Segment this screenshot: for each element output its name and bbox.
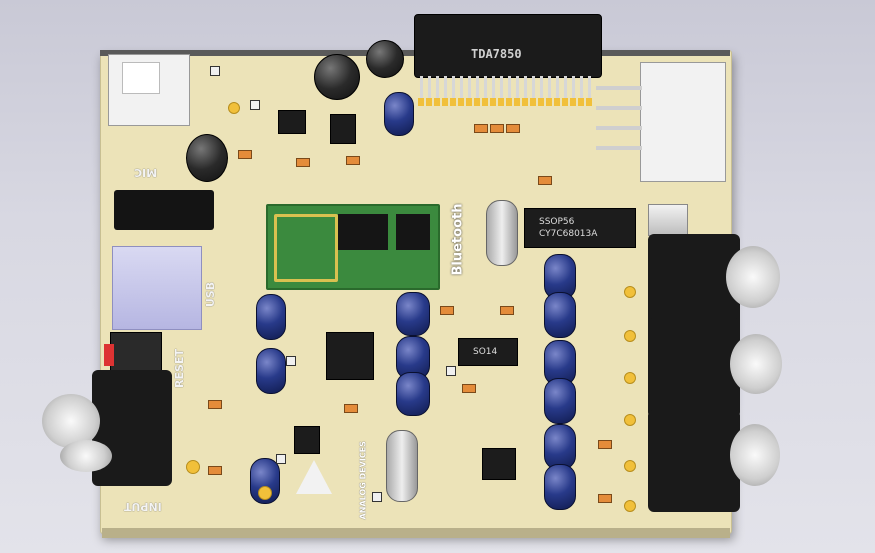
crystal-top [486, 200, 518, 266]
pad [624, 414, 636, 426]
mini-usb-port [648, 204, 688, 236]
small-ic-c [294, 426, 320, 454]
smd-resistor [208, 466, 222, 475]
output-rca-2 [648, 318, 740, 418]
smd-part [210, 66, 220, 76]
smd-resistor [506, 124, 520, 133]
analog-devices-logo [296, 460, 332, 494]
ssop-part: CY7C68013A [539, 229, 598, 239]
board-bottom-edge [102, 528, 730, 538]
usb-label: USB [204, 281, 218, 308]
smd-resistor [462, 384, 476, 393]
output-rca-2-ring [730, 334, 782, 394]
cap-c5 [396, 292, 430, 336]
input-label: INPUT [124, 500, 162, 513]
tda7850-pads [418, 98, 594, 106]
mic-label: MIC [134, 166, 158, 179]
smd-resistor [490, 124, 504, 133]
output-rca-3 [648, 410, 740, 512]
smd-part [446, 366, 456, 376]
smd-resistor [474, 124, 488, 133]
inductor-left [186, 134, 228, 182]
qfp-chip [326, 332, 374, 380]
bluetooth-module [266, 204, 440, 290]
cap-c1 [384, 92, 414, 136]
smd-resistor [208, 400, 222, 409]
mic-jack [114, 190, 214, 230]
smd-part [250, 100, 260, 110]
pad [624, 286, 636, 298]
smd-resistor [344, 404, 358, 413]
bluetooth-label: Bluetooth [450, 203, 466, 276]
smd-resistor [598, 494, 612, 503]
pad [624, 460, 636, 472]
bt-chip-b [396, 214, 430, 250]
small-ic-d [482, 448, 516, 480]
so14-chip: SO14 [458, 338, 518, 366]
pad [258, 486, 272, 500]
input-rca-ring-bottom [60, 440, 112, 472]
pad [624, 500, 636, 512]
input-rca-ring-top [42, 394, 100, 448]
speaker-header-pins [596, 86, 642, 166]
smd-part [286, 356, 296, 366]
smd-part [276, 454, 286, 464]
pad [228, 102, 240, 114]
output-rca-3-ring [730, 424, 780, 486]
smd-resistor [346, 156, 360, 165]
small-ic-a [278, 110, 306, 134]
power-header-socket [122, 62, 160, 94]
electrolytic-cap-top [366, 40, 404, 78]
chip-label: TDA7850 [471, 47, 522, 61]
reset-button-tab [104, 344, 114, 366]
cap-c13 [544, 464, 576, 510]
reset-label: RESET [172, 349, 186, 388]
inductor-top [314, 54, 360, 100]
cap-c6 [396, 336, 430, 380]
so14-label: SO14 [473, 347, 498, 357]
cap-c3 [256, 348, 286, 394]
brand-label: ANALOG DEVICES [358, 441, 368, 520]
output-rca-1-ring [726, 246, 780, 308]
ssop56-chip: SSOP56 CY7C68013A [524, 208, 636, 248]
crystal-bottom [386, 430, 418, 502]
smd-part [372, 492, 382, 502]
smd-resistor [598, 440, 612, 449]
smd-resistor [296, 158, 310, 167]
antenna-trace [274, 214, 338, 282]
tda7850-pins [420, 76, 592, 98]
cap-c9 [544, 292, 576, 338]
pad [624, 330, 636, 342]
cap-c7 [396, 372, 430, 416]
small-ic-b [330, 114, 356, 144]
cap-c2 [256, 294, 286, 340]
smd-resistor [538, 176, 552, 185]
usb-port [112, 246, 202, 330]
speaker-header [640, 62, 726, 182]
smd-resistor [238, 150, 252, 159]
pad [624, 372, 636, 384]
cap-c11 [544, 378, 576, 424]
input-rca-jack [92, 370, 172, 486]
tda7850-chip: TDA7850 [414, 14, 602, 78]
smd-resistor [500, 306, 514, 315]
pad [186, 460, 200, 474]
ssop-label: SSOP56 [539, 217, 575, 227]
smd-resistor [440, 306, 454, 315]
bt-chip-a [338, 214, 388, 250]
